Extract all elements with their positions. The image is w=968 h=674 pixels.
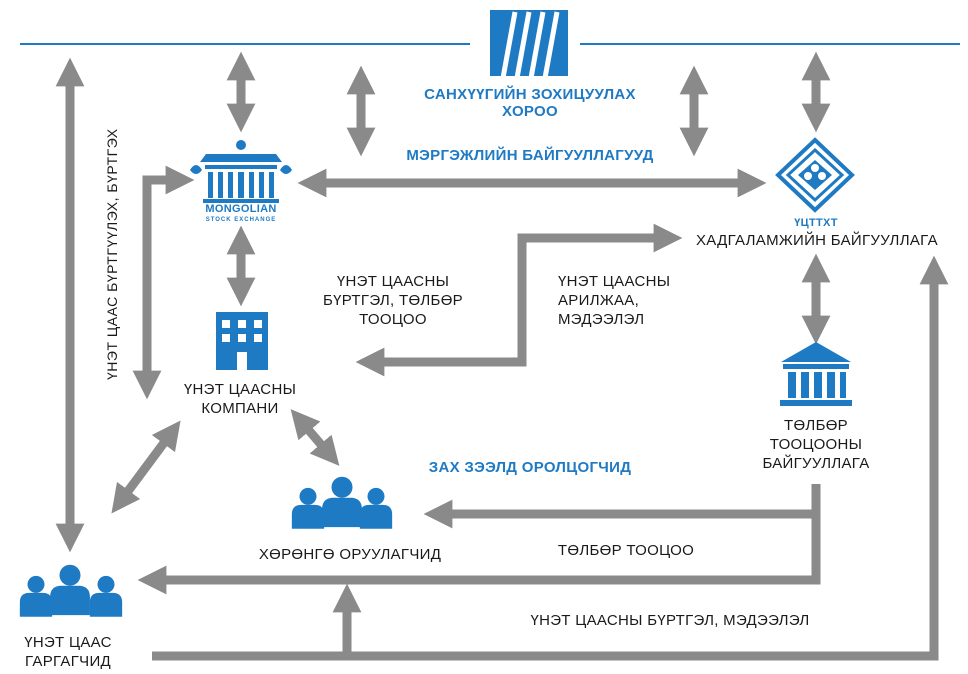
exchange-logo-line2: STOCK EXCHANGE bbox=[205, 217, 277, 223]
regulator-label-line2: ХОРОО bbox=[502, 103, 558, 120]
clearing-house-line1: ТӨЛБӨР bbox=[784, 417, 848, 434]
regulator-label-line1: САНХҮҮГИЙН ЗОХИЦУУЛАХ bbox=[424, 86, 636, 103]
exchange-logo-text: MONGOLIAN STOCK EXCHANGE bbox=[186, 204, 296, 226]
regulator-label: САНХҮҮГИЙН ЗОХИЦУУЛАХ ХОРОО bbox=[414, 86, 646, 120]
clearing-house-line2: ТООЦООНЫ bbox=[769, 436, 863, 453]
depository-label: ХАДГАЛАМЖИЙН БАЙГУУЛЛАГА bbox=[696, 232, 938, 249]
securities-company-line1: ҮНЭТ ЦААСНЫ bbox=[183, 381, 297, 398]
registration-settlement-flow-label: ҮНЭТ ЦААСНЫ БҮРТГЭЛ, ТӨЛБӨР ТООЦОО bbox=[318, 272, 468, 329]
arrow-company-investors bbox=[290, 409, 340, 466]
professional-orgs-label: МЭРГЭЖЛИЙН БАЙГУУЛЛАГУУД bbox=[406, 147, 654, 164]
securities-company-label: ҮНЭТ ЦААСНЫ КОМПАНИ bbox=[160, 380, 320, 418]
settlement-flow-label: ТӨЛБӨР ТООЦОО bbox=[557, 542, 695, 559]
people-group-icon bbox=[19, 564, 123, 617]
issuers-line2: ГАРГАГЧИД bbox=[24, 653, 111, 670]
bank-icon bbox=[780, 342, 852, 406]
registration-settlement-line2: БҮРТГЭЛ, ТӨЛБӨР bbox=[323, 292, 463, 309]
registry-info-flow-label: ҮНЭТ ЦААСНЫ БҮРТГЭЛ, МЭДЭЭЛЭЛ bbox=[530, 612, 810, 629]
trading-info-line2: АРИЛЖАА, bbox=[558, 292, 640, 309]
clearing-house-line3: БАЙГУУЛЛАГА bbox=[762, 455, 870, 472]
arrow-company-issuers bbox=[111, 420, 181, 514]
secondary-market-label: ЗАХ ЗЭЭЛД ОРОЛЦОГЧИД bbox=[428, 459, 632, 476]
registration-settlement-line3: ТООЦОО bbox=[359, 311, 427, 328]
arrow-depository-company bbox=[355, 223, 683, 377]
arrow-clearing-investors bbox=[423, 484, 821, 529]
depository-logo-icon bbox=[775, 137, 855, 213]
exchange-logo-line1: MONGOLIAN bbox=[205, 203, 277, 215]
stock-exchange-logo-icon bbox=[190, 140, 292, 203]
securities-company-line2: КОМПАНИ bbox=[201, 400, 279, 417]
arrow-clearing-issuers bbox=[137, 514, 821, 595]
building-icon bbox=[216, 312, 268, 370]
trading-info-line1: ҮНЭТ ЦААСНЫ bbox=[558, 273, 671, 290]
people-group-icon bbox=[291, 476, 393, 529]
clearing-house-label: ТӨЛБӨР ТООЦООНЫ БАЙГУУЛЛАГА bbox=[736, 416, 896, 473]
listing-flow-label: ҮНЭТ ЦААС БҮРТГҮҮЛЭХ, БҮРТГЭХ bbox=[104, 128, 120, 380]
regulator-logo-icon bbox=[490, 10, 568, 79]
arrow-exchange-company-loop bbox=[132, 165, 195, 400]
depository-abbr: ҮЦТТХТ bbox=[794, 217, 838, 229]
arrow-bottom-loop bbox=[152, 255, 949, 661]
investors-label: ХӨРӨНГӨ ОРУУЛАГЧИД bbox=[258, 546, 442, 563]
trading-info-flow-label: ҮНЭТ ЦААСНЫ АРИЛЖАА, МЭДЭЭЛЭЛ bbox=[558, 272, 688, 329]
registration-settlement-line1: ҮНЭТ ЦААСНЫ bbox=[336, 273, 450, 290]
issuers-line1: ҮНЭТ ЦААС bbox=[24, 634, 112, 651]
trading-info-line3: МЭДЭЭЛЭЛ bbox=[558, 311, 645, 328]
issuers-label: ҮНЭТ ЦААС ГАРГАГЧИД bbox=[8, 633, 128, 671]
